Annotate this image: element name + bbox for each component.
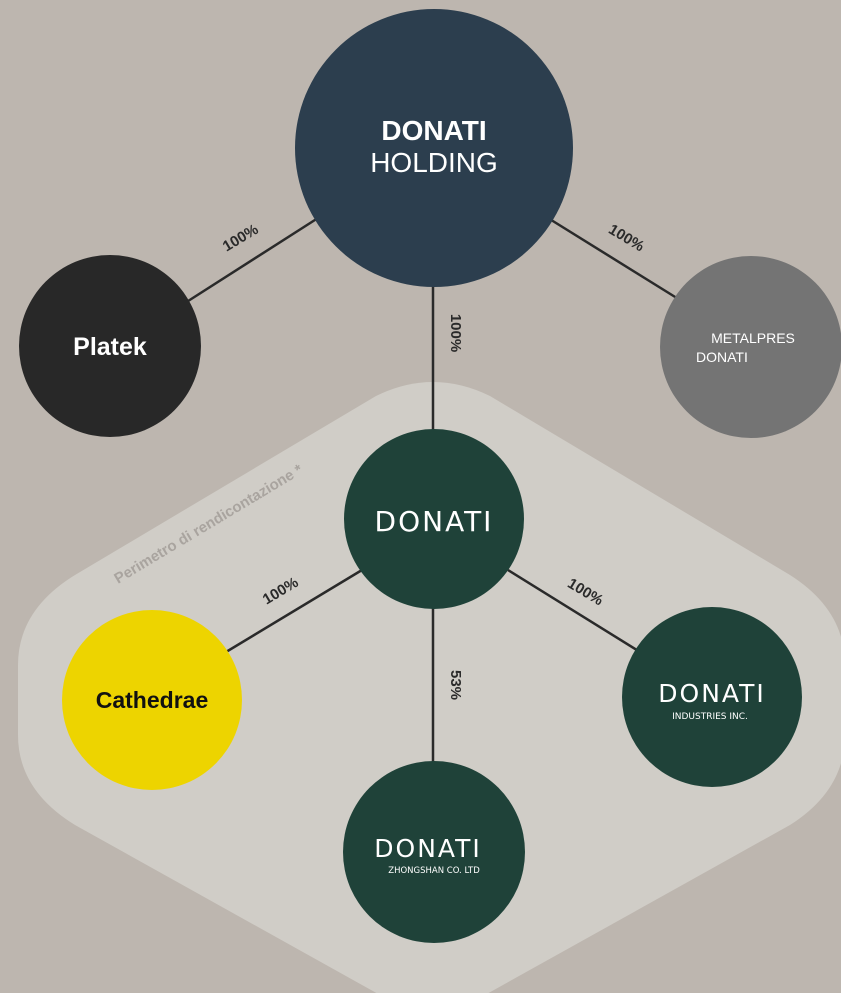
node-metalpres-line1: METALPRES	[711, 330, 795, 346]
node-donati-holding-line2: HOLDING	[370, 147, 498, 178]
node-platek-label: Platek	[73, 333, 147, 361]
node-metalpres-donati: METALPRES DONATI	[660, 256, 841, 438]
line-holding-platek	[184, 216, 319, 305]
line-donati-cathedrae	[225, 568, 363, 654]
node-cathedrae-label: Cathedrae	[96, 687, 208, 713]
node-donati-industries: DONATI INDUSTRIES INC.	[622, 607, 802, 787]
line-donati-industries	[507, 568, 641, 654]
pct-holding-donati: 100%	[447, 314, 464, 352]
node-platek: Platek	[19, 255, 201, 437]
node-donati-holding-circle	[295, 9, 573, 287]
node-metalpres-donati-circle	[660, 256, 841, 438]
pct-holding-metalpres: 100%	[605, 221, 647, 255]
node-cathedrae-circle	[62, 610, 242, 790]
node-zhongshan-line1: DONATI	[374, 834, 481, 863]
node-donati-circle	[344, 429, 524, 609]
node-donati-industries-circle	[622, 607, 802, 787]
node-donati-holding: DONATI HOLDING	[295, 9, 573, 287]
pct-holding-platek: 100%	[220, 221, 262, 255]
node-industries-line1: DONATI	[658, 679, 765, 708]
node-donati: DONATI	[344, 429, 524, 609]
reporting-perimeter	[18, 382, 841, 993]
node-donati-zhongshan-circle	[343, 761, 525, 943]
node-metalpres-line2: DONATI	[696, 349, 748, 365]
node-industries-line2: INDUSTRIES INC.	[672, 712, 748, 722]
node-donati-holding-line1: DONATI	[381, 115, 486, 146]
line-holding-metalpres	[547, 216, 681, 302]
node-donati-label: DONATI	[375, 505, 494, 538]
pct-donati-zhongshan: 53%	[447, 670, 464, 700]
connector-lines	[184, 216, 681, 770]
node-zhongshan-line2: ZHONGSHAN CO. LTD	[388, 866, 480, 876]
node-platek-circle	[19, 255, 201, 437]
node-donati-zhongshan: DONATI ZHONGSHAN CO. LTD	[343, 761, 525, 943]
node-cathedrae: Cathedrae	[62, 610, 242, 790]
